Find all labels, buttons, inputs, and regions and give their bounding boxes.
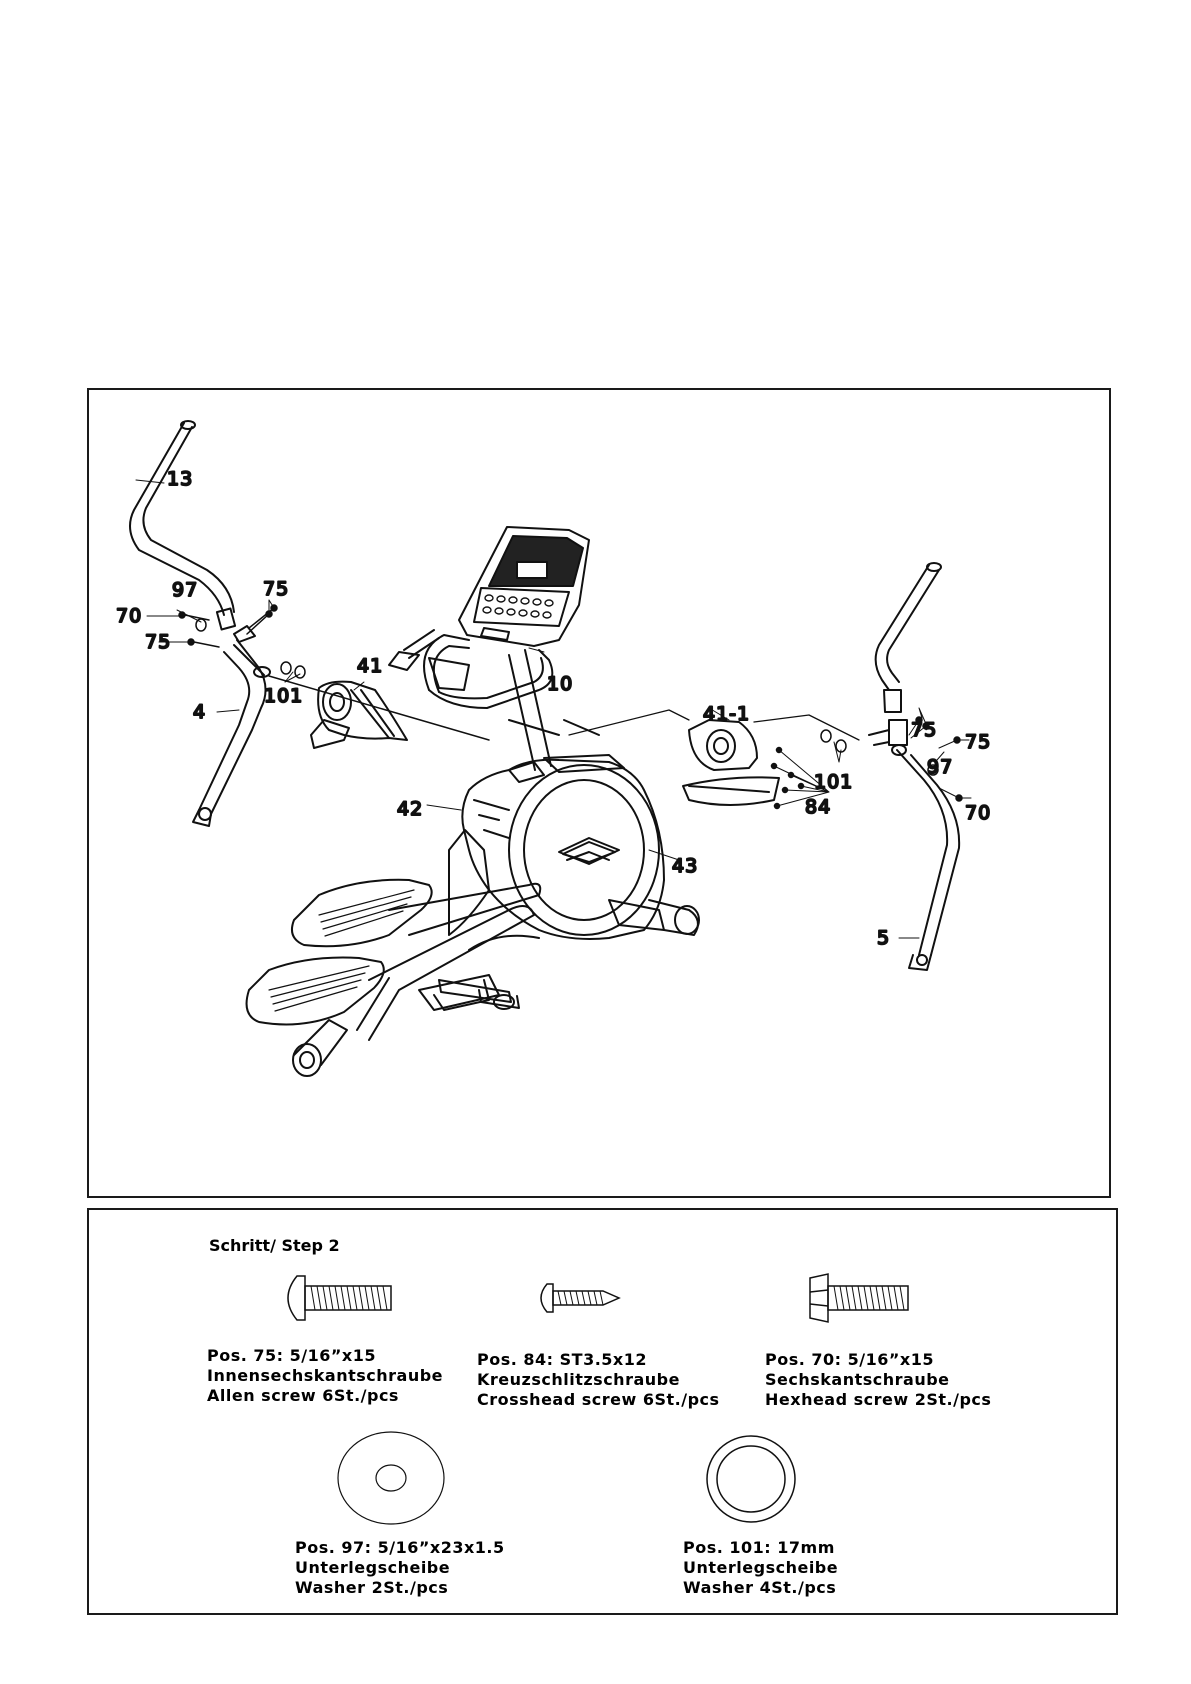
crosshead-screw-icon <box>540 1283 621 1313</box>
callout-84: 84 <box>805 796 831 818</box>
callout-10: 10 <box>547 673 573 695</box>
callout-97: 97 <box>172 579 198 601</box>
console <box>458 526 590 647</box>
callout-41-1: 41-1 <box>703 703 750 725</box>
front-stabilizer <box>438 899 665 1010</box>
callout-13: 13 <box>167 468 193 490</box>
right-hardware <box>568 709 860 810</box>
part-70-text: Pos. 70: 5/16”x15 Sechskantschraube Hexh… <box>765 1350 991 1410</box>
callout-101-right: 101 <box>814 771 853 793</box>
part-97-de: Unterlegscheibe <box>295 1558 451 1577</box>
assembly-diagram: 13 97 75 70 75 41 101 4 10 41-1 75 75 97… <box>115 420 991 1077</box>
callout-75-left: 75 <box>145 631 171 653</box>
left-leader-lines <box>135 479 365 713</box>
callout-70-right: 70 <box>965 802 991 824</box>
callout-43: 43 <box>672 855 698 877</box>
part-97-text: Pos. 97: 5/16”x23x1.5 Unterlegscheibe Wa… <box>295 1538 505 1598</box>
part-101-de: Unterlegscheibe <box>683 1558 839 1577</box>
part-75-pos: Pos. 75: 5/16”x15 <box>207 1346 376 1365</box>
callout-75-top: 75 <box>263 578 289 600</box>
part-84-pos: Pos. 84: ST3.5x12 <box>477 1350 647 1369</box>
part-70-en: Hexhead screw 2St./pcs <box>765 1390 992 1409</box>
ring-washer-icon <box>706 1435 796 1523</box>
callout-42: 42 <box>397 798 423 820</box>
left-hardware <box>178 604 490 741</box>
hexhead-screw-icon <box>809 1273 909 1323</box>
allen-screw-icon <box>287 1275 392 1321</box>
part-84-text: Pos. 84: ST3.5x12 Kreuzschlitzschraube C… <box>477 1350 720 1410</box>
part-75-en: Allen screw 6St./pcs <box>207 1386 399 1405</box>
right-hw-small <box>908 716 963 802</box>
parts-list-frame: Schritt/ Step 2 Pos. 75: 5/16”x15 Innens… <box>87 1208 1118 1615</box>
part-84-en: Crosshead screw 6St./pcs <box>477 1390 720 1409</box>
left-upper-handlebar <box>129 420 237 631</box>
left-pedal <box>291 878 433 948</box>
assembly-diagram-frame: 13 97 75 70 75 41 101 4 10 41-1 75 75 97… <box>87 388 1111 1198</box>
flat-washer-icon <box>337 1431 445 1525</box>
console-mast-10 <box>388 629 600 771</box>
callout-4: 4 <box>193 701 206 723</box>
part-101-en: Washer 4St./pcs <box>683 1578 837 1597</box>
callout-97-right: 97 <box>927 756 953 778</box>
callout-41: 41 <box>357 655 383 677</box>
part-97-pos: Pos. 97: 5/16”x23x1.5 <box>295 1538 505 1557</box>
part-75-text: Pos. 75: 5/16”x15 Innensechskantschraube… <box>207 1346 443 1406</box>
right-leader-lines <box>426 647 972 939</box>
callout-75-right-top: 75 <box>911 719 937 741</box>
right-shroud-41-1 <box>682 719 780 806</box>
callout-70-left: 70 <box>116 605 142 627</box>
main-frame-body <box>448 754 700 940</box>
part-101-text: Pos. 101: 17mm Unterlegscheibe Washer 4S… <box>683 1538 838 1598</box>
part-97-en: Washer 2St./pcs <box>295 1578 449 1597</box>
callout-5: 5 <box>877 927 890 949</box>
callout-101-left: 101 <box>264 685 303 707</box>
pedal-arms <box>292 882 542 1077</box>
right-handlebar <box>868 562 961 971</box>
left-lower-handlebar <box>192 625 271 827</box>
part-70-de: Sechskantschraube <box>765 1370 950 1389</box>
callout-75-right: 75 <box>965 731 991 753</box>
part-101-pos: Pos. 101: 17mm <box>683 1538 835 1557</box>
step-title: Schritt/ Step 2 <box>209 1236 340 1255</box>
left-shroud-41 <box>310 680 408 749</box>
right-pedal <box>245 956 385 1026</box>
part-84-de: Kreuzschlitzschraube <box>477 1370 680 1389</box>
part-70-pos: Pos. 70: 5/16”x15 <box>765 1350 934 1369</box>
part-75-de: Innensechskantschraube <box>207 1366 444 1385</box>
